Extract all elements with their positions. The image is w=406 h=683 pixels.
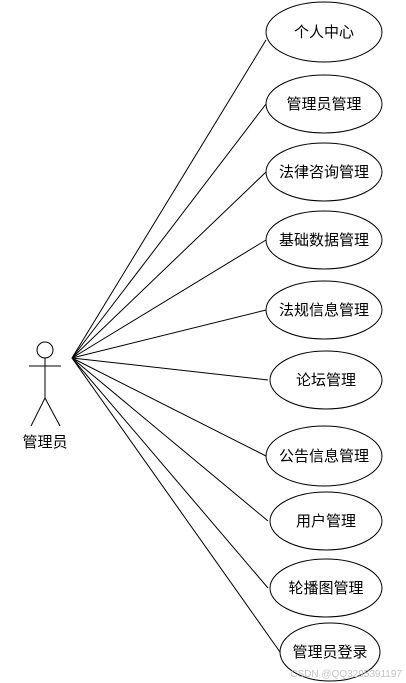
use-case-ellipse (265, 1, 383, 63)
use-case-label: 法规信息管理 (279, 301, 369, 319)
use-case-ellipse (269, 558, 383, 618)
actor-left-leg (30, 397, 46, 427)
use-case-label: 法律咨询管理 (279, 163, 369, 181)
association-line (71, 357, 269, 522)
use-case-label: 个人中心 (294, 23, 354, 41)
actor-head (36, 341, 54, 359)
use-case-label: 轮播图管理 (288, 579, 363, 597)
association-line (71, 357, 269, 381)
use-case: 轮播图管理 (269, 558, 383, 618)
use-case: 公告信息管理 (265, 425, 383, 487)
use-case-label: 用户管理 (296, 512, 356, 530)
use-case-ellipse (269, 491, 383, 551)
use-case-label: 公告信息管理 (279, 447, 369, 465)
use-case-ellipse (265, 425, 383, 487)
association-line (71, 239, 267, 359)
use-case: 管理员登录 (279, 622, 381, 682)
use-case: 论坛管理 (269, 350, 383, 410)
association-line (71, 357, 269, 589)
use-case: 法律咨询管理 (265, 142, 383, 202)
use-case: 管理员管理 (265, 74, 383, 134)
use-case-ellipse (279, 622, 381, 682)
use-case-label: 基础数据管理 (279, 231, 369, 249)
watermark-text: CSDN @QQ3295391197 (290, 669, 402, 680)
association-line (71, 103, 267, 359)
association-line (71, 171, 267, 359)
use-case-label: 管理员登录 (292, 643, 367, 661)
use-case: 个人中心 (265, 1, 383, 63)
use-case-label: 论坛管理 (296, 371, 356, 389)
use-case-ellipse (265, 74, 383, 134)
use-case: 用户管理 (269, 491, 383, 551)
association-line (71, 357, 281, 653)
use-case-list: 个人中心 管理员管理 法律咨询管理 基础数据管理 法规信息管理 论坛管理 公告信… (265, 1, 383, 682)
actor-right-leg (44, 397, 61, 427)
association-lines (71, 39, 281, 653)
use-case-ellipse (265, 210, 383, 270)
use-case: 基础数据管理 (265, 210, 383, 270)
association-line (71, 357, 267, 457)
association-line (71, 309, 267, 359)
use-case-ellipse (265, 142, 383, 202)
use-case-label: 管理员管理 (286, 95, 361, 113)
use-case-ellipse (265, 280, 383, 340)
use-case-ellipse (269, 350, 383, 410)
actor-label: 管理员 (22, 433, 67, 451)
use-case: 法规信息管理 (265, 280, 383, 340)
actor-stick-figure (29, 341, 61, 427)
association-line (71, 39, 267, 359)
